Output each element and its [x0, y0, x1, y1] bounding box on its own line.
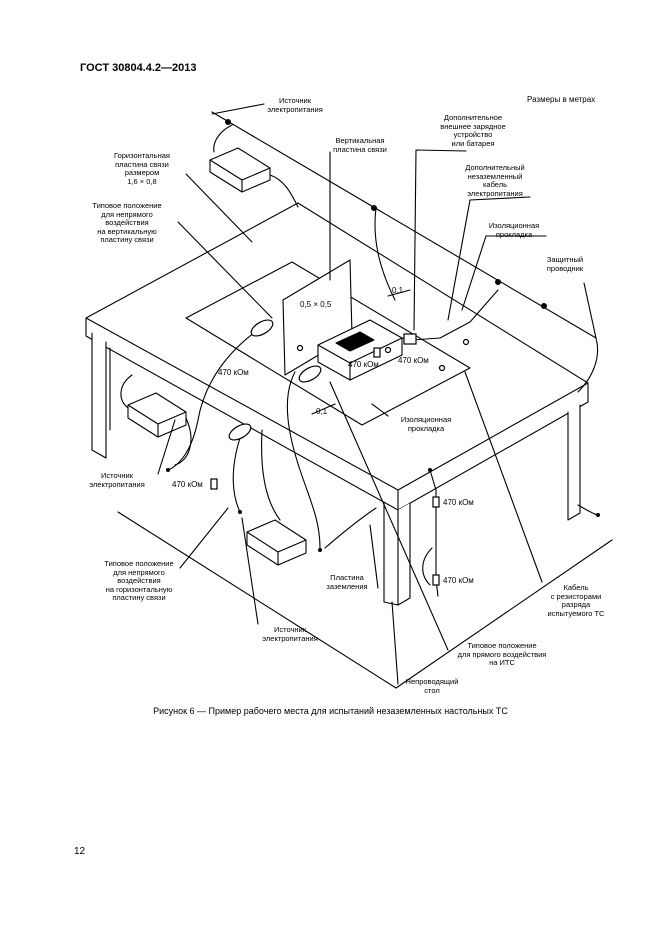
power-supply-top [209, 147, 271, 193]
table-leg-right [567, 404, 581, 521]
resistor-label: 470 кОм [443, 576, 474, 585]
resistor-label: 470 кОм [398, 356, 429, 365]
esd-gun-horizontal-icon [228, 423, 252, 441]
resistor-label: 470 кОм [172, 480, 203, 489]
power-supply-bottom [246, 519, 307, 566]
protective-conductor [211, 111, 597, 339]
table-edge [85, 317, 589, 511]
resistor-label: 470 кОм [443, 498, 474, 507]
bleed-resistor-icon [210, 478, 218, 490]
vcp-size-label: 0,5 × 0,5 [300, 300, 332, 309]
ground-plane-outline [117, 511, 613, 689]
power-supply-left [127, 392, 187, 438]
units-note: Размеры в метрах [527, 95, 596, 104]
document-header: ГОСТ 30804.4.2—2013 [80, 62, 197, 74]
eut-box [317, 319, 403, 381]
esd-gun-vertical-icon [250, 319, 274, 337]
table-leg-front-left [91, 332, 107, 459]
bleed-resistor-icon [432, 574, 440, 586]
page-number: 12 [74, 846, 86, 857]
bleed-resistor-icon [432, 496, 440, 508]
resistor-label: 470 кОм [218, 368, 249, 377]
bleed-resistor-icon [373, 347, 381, 358]
esd-gun-direct-icon [298, 365, 322, 383]
resistor-label: 470 кОм [348, 360, 379, 369]
figure-caption: Рисунок 6 — Пример рабочего места для ис… [153, 706, 508, 716]
table-leg-front [397, 502, 411, 606]
aux-charger-icon [403, 333, 417, 345]
dimension-left: 0,1 [316, 407, 328, 416]
dimension-top: 0,1 [392, 286, 404, 295]
